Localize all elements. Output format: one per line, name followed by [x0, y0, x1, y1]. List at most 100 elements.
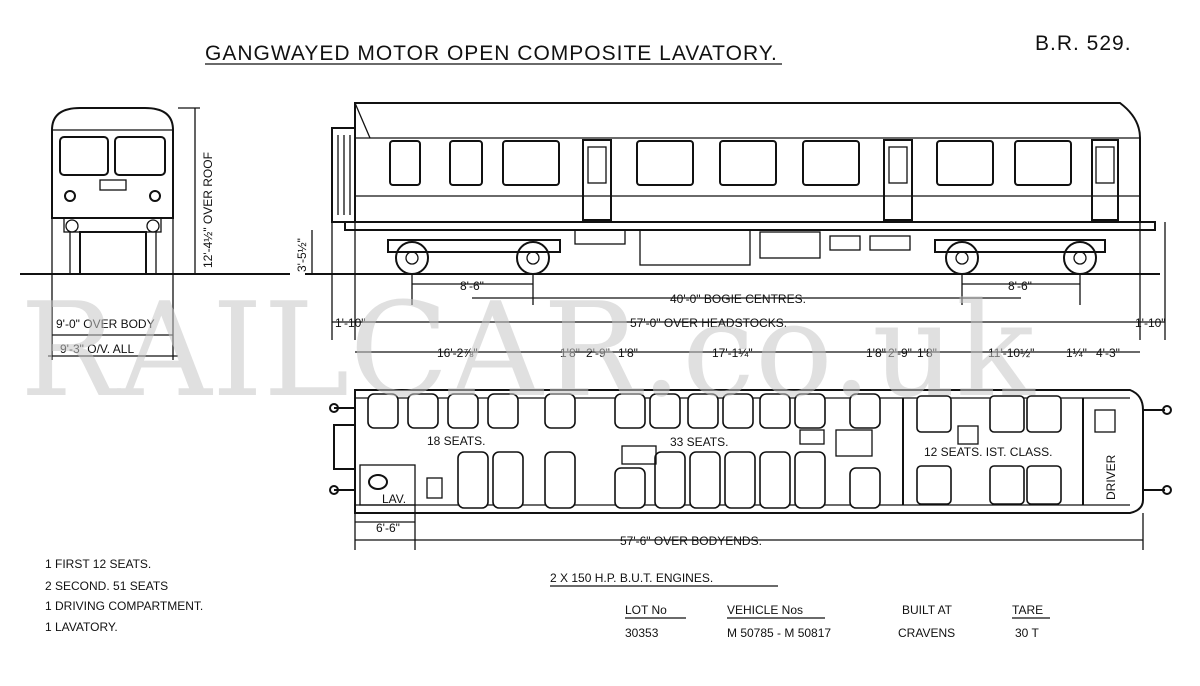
diagram-title: GANGWAYED MOTOR OPEN COMPOSITE LAVATORY.	[205, 42, 778, 65]
side-window	[1014, 140, 1072, 186]
underframe-tank	[574, 229, 626, 245]
buffer	[329, 403, 339, 413]
end-view-window-left	[59, 136, 109, 176]
buffer	[1162, 405, 1172, 415]
side-window	[936, 140, 994, 186]
over-roof-dim: 12'-4½" OVER ROOF	[201, 152, 215, 268]
plan-dim: 2'-9"	[586, 346, 610, 360]
seat	[989, 395, 1025, 433]
bogie-wheelbase-right: 8'-6"	[1008, 279, 1032, 293]
seats-second-18: 18 SEATS.	[367, 393, 576, 509]
seats-18-label: 18 SEATS.	[427, 434, 485, 448]
details-table: LOT No VEHICLE Nos BUILT AT TARE 30353 M…	[625, 603, 1050, 640]
seat	[614, 393, 646, 429]
seat	[544, 451, 576, 509]
side-view-body	[354, 102, 1141, 223]
overhang-right: 1'-10"	[1135, 316, 1166, 330]
summary-line: 1 LAVATORY.	[45, 620, 118, 634]
bogie-wheelbase-left: 8'-6"	[460, 279, 484, 293]
driver-seat	[1094, 409, 1116, 433]
table-header: TARE	[1012, 603, 1043, 617]
seat	[687, 393, 719, 429]
plan-dim: 1'8"	[618, 346, 638, 360]
plan-body	[354, 389, 1144, 514]
plan-dim: 4'-3"	[1096, 346, 1120, 360]
plan-gangway	[333, 424, 356, 470]
seat	[849, 467, 881, 509]
diagram-code: B.R. 529.	[1035, 32, 1132, 55]
seats-33-label: 33 SEATS.	[670, 435, 728, 449]
plan-dim: 1'8"	[866, 346, 886, 360]
table-cell: 30 T	[1015, 626, 1039, 640]
end-view-headcode	[99, 179, 127, 191]
solebar	[344, 221, 1156, 231]
table-cell: M 50785 - M 50817	[727, 626, 831, 640]
plan-dim: 16'-2⅞"	[437, 346, 478, 360]
side-window	[502, 140, 560, 186]
buffer	[1162, 485, 1172, 495]
headstocks-dim: 57'-0" OVER HEADSTOCKS.	[630, 316, 787, 330]
seat	[544, 393, 576, 429]
end-view-lamp-left	[64, 190, 76, 202]
bogie-centres-dim: 40'-0" BOGIE CENTRES.	[670, 292, 806, 306]
height-dim: 3'-5½"	[295, 238, 309, 272]
lavatory	[359, 464, 416, 506]
seat	[724, 451, 756, 509]
gangway-end	[331, 127, 356, 223]
bodyends-dim: 57'-6" OVER BODYENDS.	[620, 534, 762, 548]
buffer	[329, 485, 339, 495]
seat	[447, 393, 479, 429]
seat	[457, 451, 489, 509]
seat	[492, 451, 524, 509]
table-header: VEHICLE Nos	[727, 603, 803, 617]
side-door	[582, 139, 612, 221]
wheel	[516, 241, 550, 275]
table-header: BUILT AT	[902, 603, 953, 617]
seat	[759, 393, 791, 429]
seat	[916, 395, 952, 433]
end-view-bogie	[79, 231, 147, 275]
plan-dim: 2'-9"	[888, 346, 912, 360]
seat	[916, 465, 952, 505]
summary-line: 1 DRIVING COMPARTMENT.	[45, 599, 203, 613]
plan-dim: 17'-1¼"	[712, 346, 753, 360]
seat	[367, 393, 399, 429]
engines-label: 2 X 150 H.P. B.U.T. ENGINES.	[550, 571, 713, 585]
seat	[722, 393, 754, 429]
end-view-lamp-right	[149, 190, 161, 202]
seat	[407, 393, 439, 429]
plan-dim: 1'8"	[560, 346, 580, 360]
seat	[654, 451, 686, 509]
plan-dim: 1¼"	[1066, 346, 1087, 360]
bogie-right	[934, 239, 1106, 275]
wheel	[945, 241, 979, 275]
lav-dim: 6'-6"	[376, 521, 400, 535]
side-window	[449, 140, 483, 186]
end-view: 12'-4½" OVER ROOF 9'-0" OVER BODY 9'-3" …	[20, 107, 290, 360]
seats-second-33: 33 SEATS.	[614, 393, 881, 509]
engine-unit	[639, 229, 751, 266]
table-cell: 30353	[625, 626, 659, 640]
cab-door	[1091, 139, 1119, 221]
table-cell: CRAVENS	[898, 626, 955, 640]
seat	[794, 451, 826, 509]
side-window	[389, 140, 421, 186]
overhang-left: 1'-10"	[335, 316, 366, 330]
side-window	[636, 140, 694, 186]
driver-label: DRIVER	[1104, 454, 1118, 500]
lav-label: LAV.	[382, 492, 406, 506]
side-door	[883, 139, 913, 221]
seat	[1026, 465, 1062, 505]
wheel	[395, 241, 429, 275]
seat	[759, 451, 791, 509]
summary-line: 1 FIRST 12 SEATS.	[45, 557, 151, 571]
seat	[487, 393, 519, 429]
wheel	[1063, 241, 1097, 275]
bogie-left	[387, 239, 561, 275]
end-view-window-right	[114, 136, 166, 176]
seat	[614, 467, 646, 509]
summary: 1 FIRST 12 SEATS. 2 SECOND. 51 SEATS 1 D…	[45, 557, 203, 634]
engine-unit	[759, 231, 821, 259]
